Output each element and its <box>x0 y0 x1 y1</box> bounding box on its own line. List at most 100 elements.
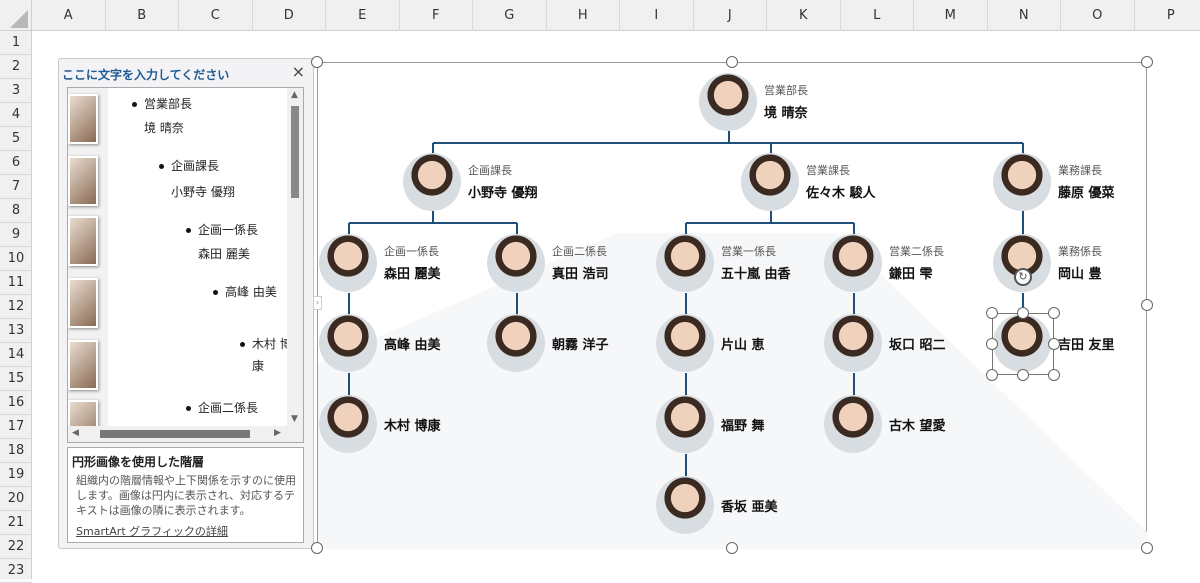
column-header[interactable]: F <box>400 0 474 31</box>
photo-circle[interactable] <box>319 395 377 453</box>
text-pane-item[interactable]: 企画一係長 <box>186 218 258 242</box>
row-header[interactable]: 4 <box>0 103 32 127</box>
column-header[interactable]: P <box>1135 0 1200 31</box>
shape-resize-handle[interactable] <box>1017 369 1029 381</box>
shape-resize-handle[interactable] <box>1048 338 1060 350</box>
row-header[interactable]: 5 <box>0 127 32 151</box>
column-header[interactable]: D <box>253 0 327 31</box>
row-header[interactable]: 7 <box>0 175 32 199</box>
node-name[interactable]: 藤原 優菜 <box>1058 182 1115 201</box>
photo-circle[interactable] <box>319 234 377 292</box>
photo-circle[interactable] <box>993 153 1051 211</box>
close-icon[interactable]: × <box>292 62 305 81</box>
column-header[interactable]: A <box>32 0 106 31</box>
node-name[interactable]: 片山 恵 <box>721 334 765 353</box>
column-header[interactable]: M <box>914 0 988 31</box>
text-pane-item[interactable]: 小野寺 優翔 <box>171 180 235 204</box>
row-header[interactable]: 13 <box>0 319 32 343</box>
column-header[interactable]: B <box>106 0 180 31</box>
column-header[interactable]: H <box>547 0 621 31</box>
photo-circle[interactable] <box>656 476 714 534</box>
shape-resize-handle[interactable] <box>1048 307 1060 319</box>
column-header[interactable]: N <box>988 0 1062 31</box>
shape-resize-handle[interactable] <box>1048 369 1060 381</box>
column-header[interactable]: O <box>1061 0 1135 31</box>
text-pane-item[interactable]: 境 晴奈 <box>144 116 184 140</box>
node-name[interactable]: 吉田 友里 <box>1058 334 1115 353</box>
scroll-down-icon[interactable]: ▼ <box>291 414 298 424</box>
photo-circle[interactable] <box>656 395 714 453</box>
node-name[interactable]: 岡山 豊 <box>1058 263 1102 282</box>
scroll-up-icon[interactable]: ▲ <box>291 90 298 100</box>
scroll-thumb-horizontal[interactable] <box>100 430 250 438</box>
photo-circle[interactable] <box>656 314 714 372</box>
row-header[interactable]: 16 <box>0 391 32 415</box>
node-name[interactable]: 福野 舞 <box>721 415 765 434</box>
photo-circle[interactable] <box>824 234 882 292</box>
photo-circle[interactable] <box>741 153 799 211</box>
vertical-scrollbar[interactable]: ▲ ▼ <box>287 88 303 428</box>
row-header[interactable]: 1 <box>0 31 32 55</box>
node-name[interactable]: 佐々木 駿人 <box>806 182 876 201</box>
smartart-frame[interactable] <box>317 62 1147 548</box>
smartart-details-link[interactable]: SmartArt グラフィックの詳細 <box>72 523 299 539</box>
node-name[interactable]: 境 晴奈 <box>764 102 808 121</box>
photo-circle[interactable] <box>824 314 882 372</box>
picture-thumbnail[interactable] <box>68 278 98 328</box>
node-name[interactable]: 小野寺 優翔 <box>468 182 538 201</box>
row-header[interactable]: 2 <box>0 55 32 79</box>
column-header[interactable]: J <box>694 0 768 31</box>
text-pane-item[interactable]: 企画課長 <box>159 154 219 178</box>
shape-resize-handle[interactable] <box>1017 307 1029 319</box>
photo-circle[interactable] <box>487 234 545 292</box>
text-pane-item[interactable]: 高峰 由美 <box>213 280 277 304</box>
node-name[interactable]: 朝霧 洋子 <box>552 334 609 353</box>
text-pane-item[interactable]: 木村 博 <box>240 332 292 356</box>
row-header[interactable]: 21 <box>0 511 32 535</box>
row-header[interactable]: 9 <box>0 223 32 247</box>
row-header[interactable]: 3 <box>0 79 32 103</box>
text-pane-item[interactable]: 康 <box>252 354 264 378</box>
photo-circle[interactable] <box>319 314 377 372</box>
node-name[interactable]: 高峰 由美 <box>384 334 441 353</box>
column-header[interactable]: I <box>620 0 694 31</box>
text-pane-item[interactable]: 営業部長 <box>132 92 192 116</box>
column-header[interactable]: E <box>326 0 400 31</box>
node-name[interactable]: 五十嵐 由香 <box>721 263 791 282</box>
shape-resize-handle[interactable] <box>986 369 998 381</box>
scroll-left-icon[interactable]: ◀ <box>72 428 79 438</box>
select-all-corner[interactable] <box>0 0 32 31</box>
row-header[interactable]: 23 <box>0 559 32 583</box>
scroll-thumb[interactable] <box>291 106 299 198</box>
expand-text-pane-icon[interactable]: › <box>313 296 322 310</box>
horizontal-scrollbar[interactable]: ◀ ▶ <box>68 426 304 442</box>
text-pane-item[interactable]: 森田 麗美 <box>198 242 250 266</box>
row-header[interactable]: 10 <box>0 247 32 271</box>
shape-resize-handle[interactable] <box>986 307 998 319</box>
scroll-right-icon[interactable]: ▶ <box>274 428 281 438</box>
rotate-handle-icon[interactable]: ↻ <box>1014 268 1032 286</box>
photo-circle[interactable] <box>487 314 545 372</box>
photo-circle[interactable] <box>656 234 714 292</box>
row-header[interactable]: 12 <box>0 295 32 319</box>
row-header[interactable]: 18 <box>0 439 32 463</box>
picture-thumbnail[interactable] <box>68 340 98 390</box>
column-header[interactable]: G <box>473 0 547 31</box>
row-header[interactable]: 20 <box>0 487 32 511</box>
column-header[interactable]: K <box>767 0 841 31</box>
picture-thumbnail[interactable] <box>68 94 98 144</box>
frame-resize-handle[interactable] <box>726 56 738 68</box>
picture-thumbnail[interactable] <box>68 156 98 206</box>
photo-circle[interactable] <box>699 73 757 131</box>
row-header[interactable]: 8 <box>0 199 32 223</box>
row-header[interactable]: 17 <box>0 415 32 439</box>
text-pane-item[interactable]: 企画二係長 <box>186 396 258 420</box>
node-name[interactable]: 森田 麗美 <box>384 263 441 282</box>
frame-resize-handle[interactable] <box>1141 299 1153 311</box>
text-pane-editor[interactable]: 営業部長境 晴奈企画課長小野寺 優翔企画一係長森田 麗美高峰 由美木村 博康企画… <box>67 87 304 443</box>
column-header[interactable]: L <box>841 0 915 31</box>
node-name[interactable]: 香坂 亜美 <box>721 496 778 515</box>
row-header[interactable]: 11 <box>0 271 32 295</box>
node-name[interactable]: 古木 望愛 <box>889 415 946 434</box>
picture-thumbnail[interactable] <box>68 216 98 266</box>
